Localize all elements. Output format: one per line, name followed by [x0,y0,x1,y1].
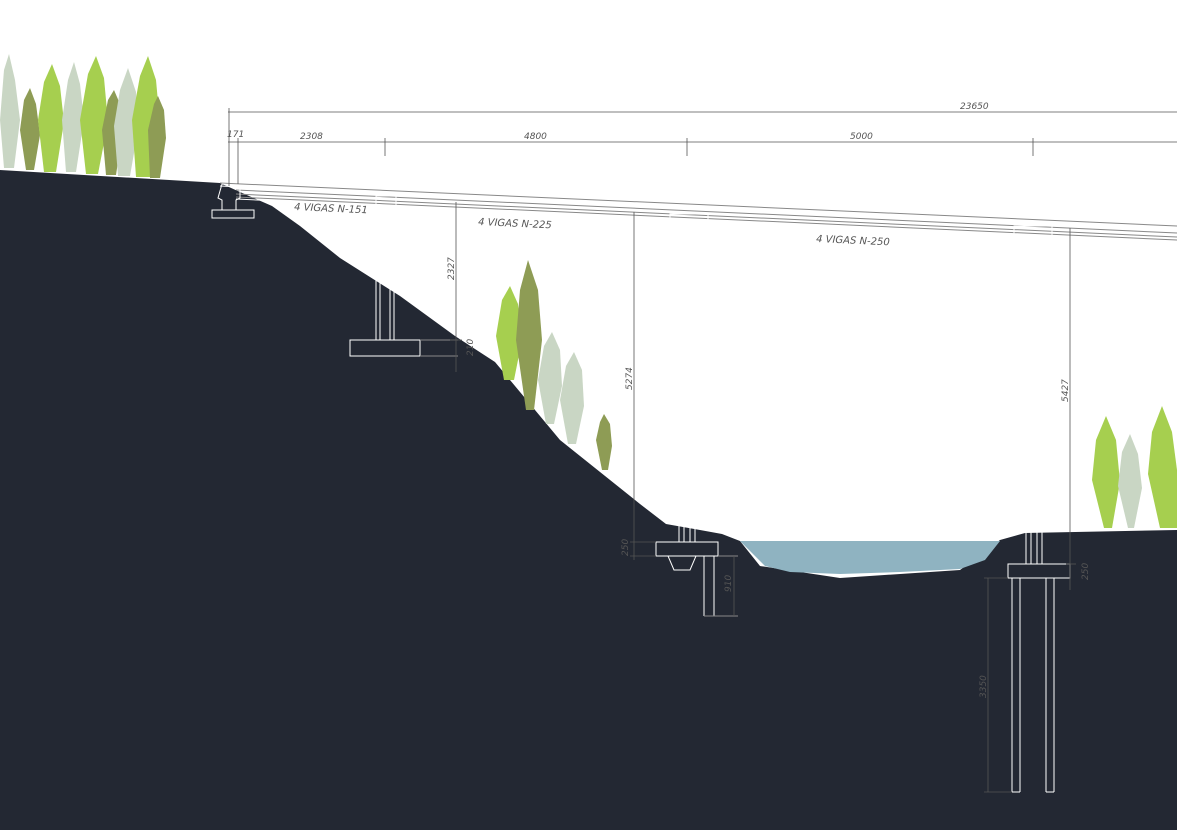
tree-icon [62,62,84,172]
river-water [740,541,1000,574]
tree-icon [114,68,138,176]
tree-icon [516,260,542,410]
tree-icon [560,352,584,444]
dimension-lines [228,108,1177,793]
dim-pier3-height: 5427 [1061,379,1071,402]
dim-pier2-footing: 250 [621,539,631,556]
tree-group-right [1092,406,1177,528]
tree-icon [596,414,612,470]
dim-pier1-footing: 210 [466,339,476,356]
pier-1 [349,195,458,357]
dim-pier2-pile: 910 [724,575,734,592]
dim-seg-c: 4800 [524,132,547,142]
dim-seg-a: 171 [227,130,244,140]
tree-icon [20,88,40,170]
tree-group-slope [496,260,612,470]
tree-icon [496,286,522,380]
ground-terrain [0,170,1177,830]
beam-label-span3: 4 VIGAS N-250 [816,234,890,248]
tree-icon [148,96,166,178]
dim-pier3-pile: 3350 [979,675,989,698]
beam-label-span1: 4 VIGAS N-151 [294,202,368,216]
tree-icon [1148,406,1177,528]
tree-icon [0,54,20,168]
tree-icon [38,64,64,172]
dim-pier1-height: 2327 [447,257,457,280]
tree-icon [1118,434,1142,528]
dim-pier3-footing: 250 [1081,563,1091,580]
pier-3 [1007,225,1071,793]
tree-group-left [0,54,166,178]
dim-seg-d: 5000 [850,132,873,142]
tree-icon [1092,416,1120,528]
dim-total: 23650 [960,102,989,112]
beam-label-span2: 4 VIGAS N-225 [478,217,552,231]
tree-icon [538,332,562,424]
dim-pier2-height: 5274 [625,367,635,390]
dim-seg-b: 2308 [300,132,323,142]
abutment-left [211,183,255,219]
tree-icon [80,56,108,174]
pier-2 [655,213,738,617]
